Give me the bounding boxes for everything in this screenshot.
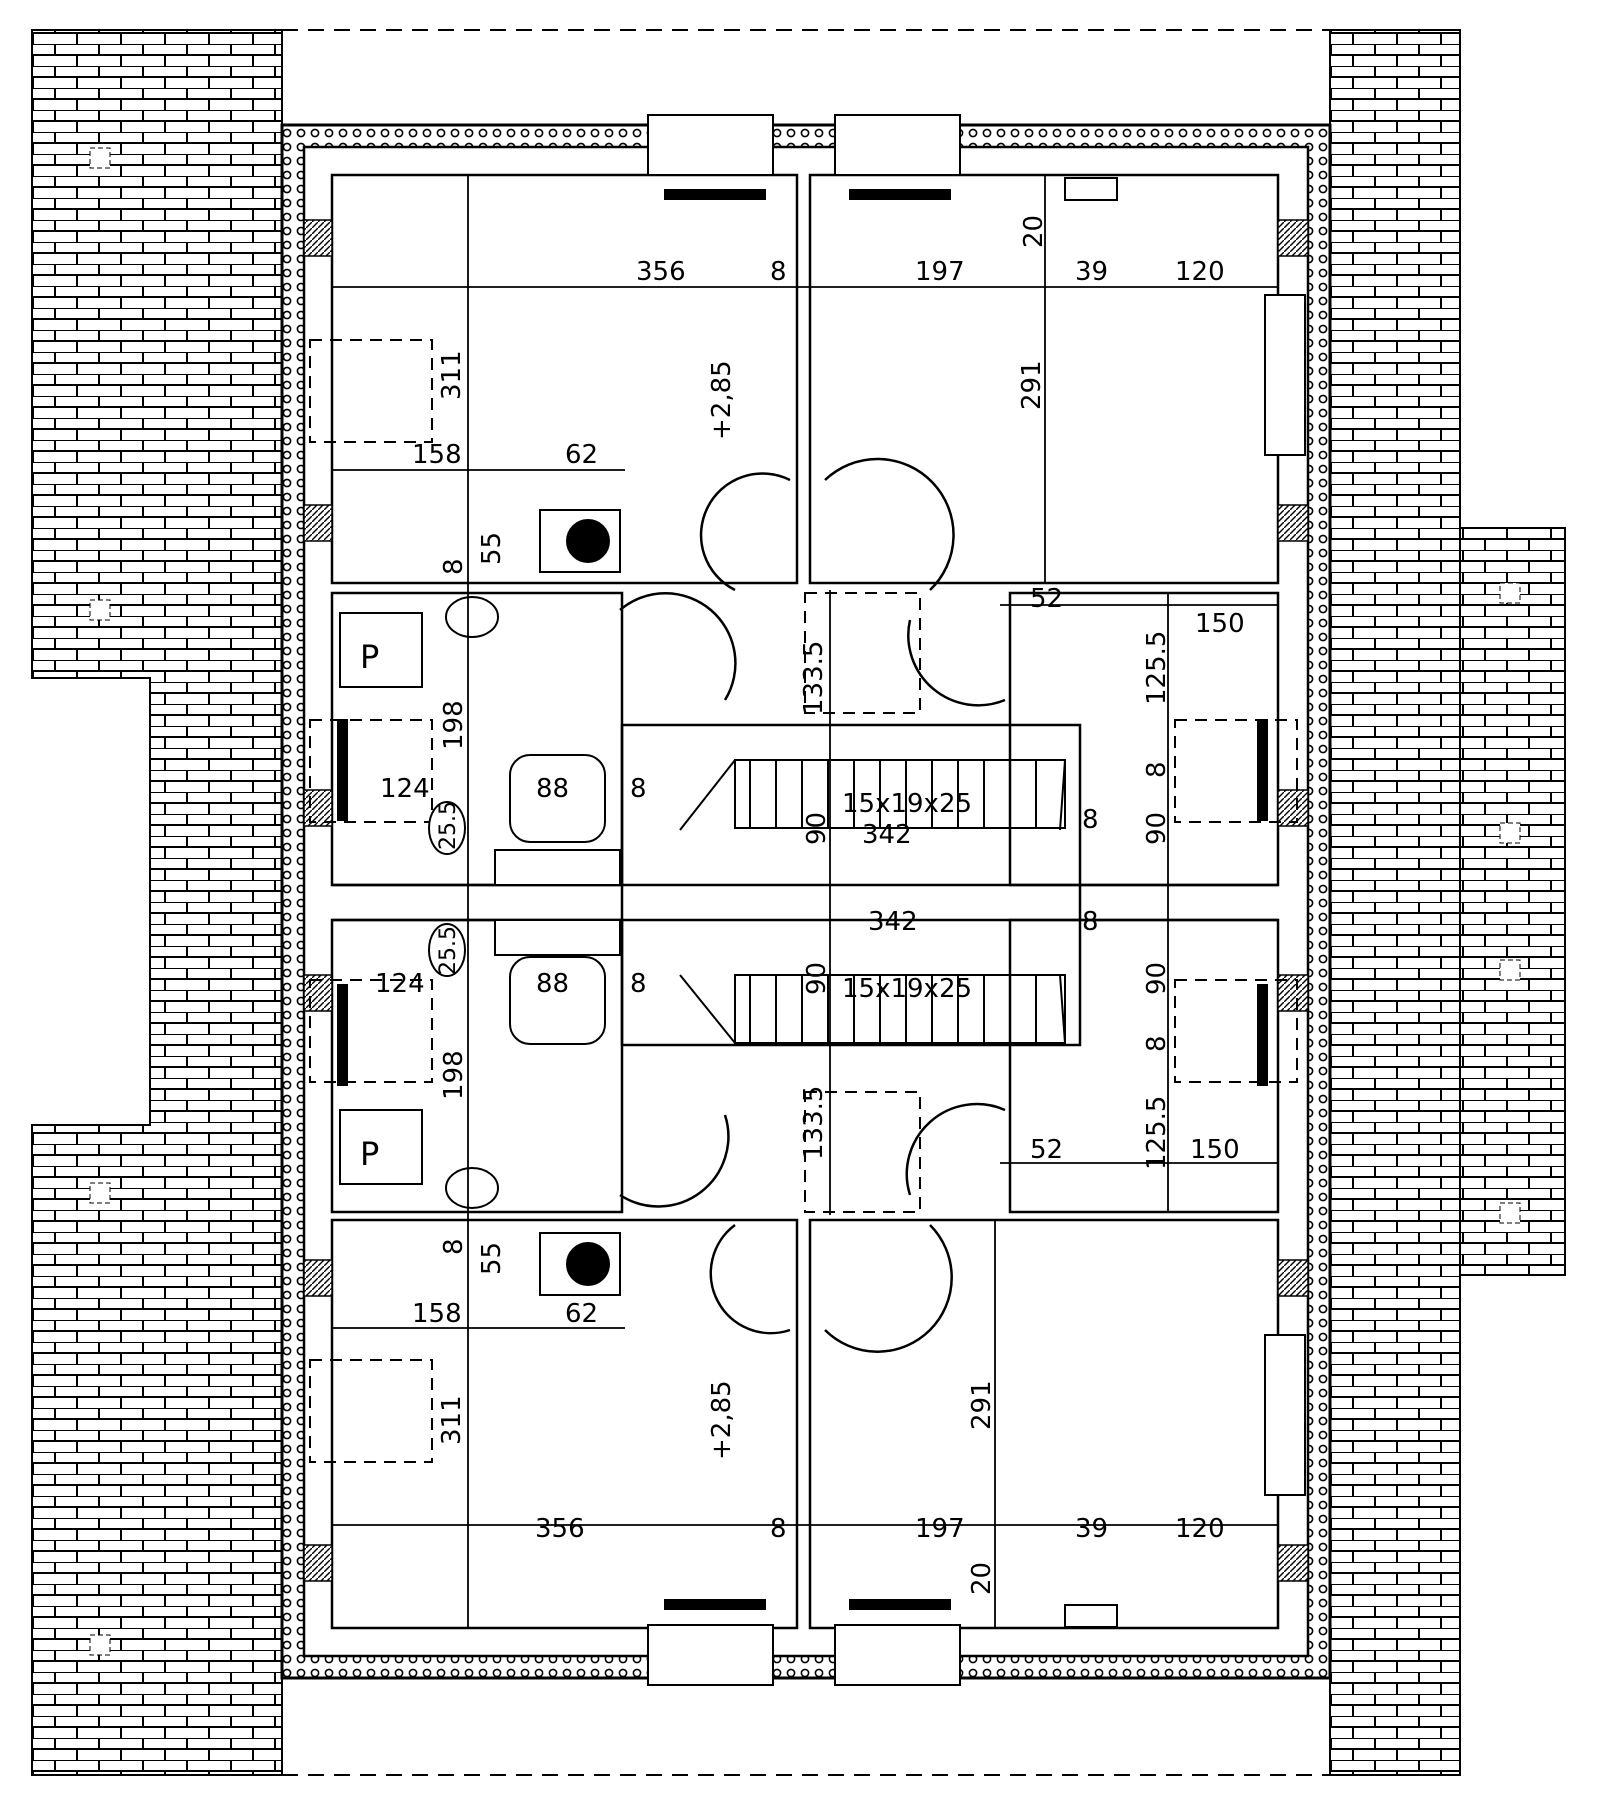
boiler-top <box>339 612 423 688</box>
svg-text:39: 39 <box>1075 257 1108 287</box>
svg-text:20: 20 <box>967 1562 997 1595</box>
interior-walls <box>330 173 1280 1630</box>
svg-text:90: 90 <box>802 812 832 845</box>
level-label: +2,85 <box>707 360 737 440</box>
room-bedroom-se <box>808 1218 1280 1630</box>
outer-wall <box>280 123 1332 1680</box>
svg-text:125.5: 125.5 <box>1142 1096 1172 1170</box>
svg-text:62: 62 <box>565 1299 598 1329</box>
svg-text:52: 52 <box>1030 1135 1063 1165</box>
room-bedroom-nw <box>330 173 799 585</box>
svg-text:8: 8 <box>439 558 469 575</box>
svg-text:125.5: 125.5 <box>1142 631 1172 705</box>
stair-steps-label: 15x19x25 <box>842 789 972 819</box>
svg-text:133.5: 133.5 <box>799 641 829 715</box>
stairs-bottom <box>679 974 1066 1044</box>
svg-text:124: 124 <box>380 774 430 804</box>
svg-text:62: 62 <box>565 440 598 470</box>
stair-length-label: 342 <box>868 907 918 937</box>
svg-text:55: 55 <box>477 532 507 565</box>
shower-bottom <box>509 956 606 1045</box>
level-label: +2,85 <box>707 1380 737 1460</box>
svg-text:311: 311 <box>437 1395 467 1445</box>
svg-text:197: 197 <box>915 257 965 287</box>
chimney-columns <box>303 219 1309 1582</box>
svg-text:311: 311 <box>437 350 467 400</box>
svg-text:8: 8 <box>770 1514 787 1544</box>
svg-text:20: 20 <box>1019 215 1049 248</box>
svg-text:88: 88 <box>536 969 569 999</box>
roof-tiles <box>31 29 1566 1776</box>
svg-text:356: 356 <box>535 1514 585 1544</box>
dashed-furniture <box>309 339 1298 1463</box>
svg-text:150: 150 <box>1195 609 1245 639</box>
svg-text:8: 8 <box>1082 805 1099 835</box>
boiler-label: P <box>360 638 379 676</box>
fixtures <box>339 177 1118 1628</box>
svg-text:90: 90 <box>1142 812 1172 845</box>
svg-text:8: 8 <box>770 257 787 287</box>
svg-text:291: 291 <box>967 1380 997 1430</box>
svg-text:8: 8 <box>630 774 647 804</box>
svg-text:90: 90 <box>1142 962 1172 995</box>
boiler-bottom <box>339 1109 423 1185</box>
stair-length-label: 342 <box>862 820 912 850</box>
boiler-label: P <box>360 1135 379 1173</box>
svg-text:55: 55 <box>477 1242 507 1275</box>
svg-text:8: 8 <box>1142 761 1172 778</box>
svg-text:198: 198 <box>439 1050 469 1100</box>
svg-text:356: 356 <box>636 257 686 287</box>
stair-steps-label: 15x19x25 <box>842 974 972 1004</box>
labels: +2,85 +2,85 P P 15x19x25 342 342 15x19x2… <box>360 215 1245 1595</box>
stairs-top <box>679 759 1066 831</box>
svg-text:133.5: 133.5 <box>799 1086 829 1160</box>
svg-text:150: 150 <box>1190 1135 1240 1165</box>
svg-text:120: 120 <box>1175 257 1225 287</box>
svg-text:90: 90 <box>802 962 832 995</box>
svg-text:8: 8 <box>1142 1035 1172 1052</box>
svg-text:39: 39 <box>1075 1514 1108 1544</box>
svg-text:158: 158 <box>412 1299 462 1329</box>
svg-text:197: 197 <box>915 1514 965 1544</box>
shower-top <box>509 754 606 843</box>
svg-text:291: 291 <box>1017 360 1047 410</box>
toilet-top <box>428 801 466 855</box>
dimension-lines <box>332 175 1278 1628</box>
svg-text:8: 8 <box>1082 907 1099 937</box>
toilet-bottom <box>428 923 466 977</box>
svg-text:52: 52 <box>1030 584 1063 614</box>
svg-text:25.5: 25.5 <box>436 801 461 850</box>
svg-text:8: 8 <box>630 969 647 999</box>
svg-text:158: 158 <box>412 440 462 470</box>
washbasin-top <box>445 596 499 638</box>
svg-text:25.5: 25.5 <box>436 926 461 975</box>
svg-text:198: 198 <box>439 700 469 750</box>
windows <box>337 114 1306 1686</box>
room-bedroom-sw <box>330 1218 799 1630</box>
svg-text:8: 8 <box>439 1238 469 1255</box>
svg-text:124: 124 <box>375 969 425 999</box>
washbasin-bottom <box>445 1167 499 1209</box>
svg-text:120: 120 <box>1175 1514 1225 1544</box>
door-swings <box>619 457 1006 1353</box>
svg-text:88: 88 <box>536 774 569 804</box>
